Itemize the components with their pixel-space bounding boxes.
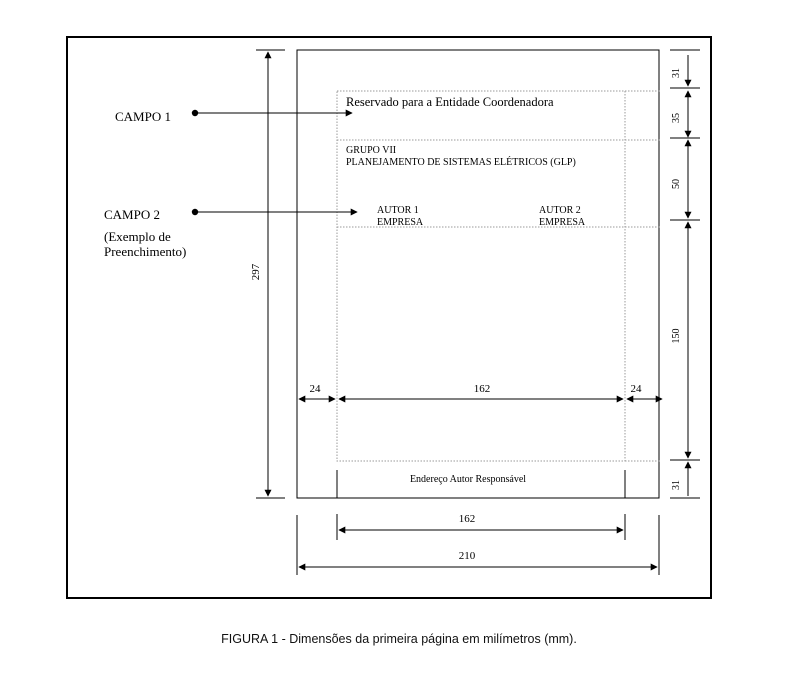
dim-margin-left-label: 24 bbox=[310, 383, 322, 395]
reserved-text: Reservado para a Entidade Coordenadora bbox=[346, 95, 554, 109]
address-ticks bbox=[336, 470, 626, 498]
outer-frame bbox=[66, 36, 712, 599]
dim-inner-width-label: 162 bbox=[474, 383, 491, 395]
group-line-2: PLANEJAMENTO DE SISTEMAS ELÉTRICOS (GLP) bbox=[346, 156, 576, 168]
campo2-note-line2: Preenchimento) bbox=[104, 244, 186, 259]
dim-height-total-label: 297 bbox=[250, 263, 262, 280]
campo2-label: CAMPO 2 bbox=[104, 207, 160, 222]
dim-content-width-label: 162 bbox=[459, 513, 476, 525]
content-area-outline bbox=[336, 90, 626, 462]
address-label: Endereço Autor Responsável bbox=[410, 474, 526, 485]
author2-company: EMPRESA bbox=[539, 217, 586, 228]
ticks-right bbox=[670, 49, 700, 499]
group-line-1: GRUPO VII bbox=[346, 145, 396, 156]
dim-height-total bbox=[256, 49, 285, 499]
dim-reserved-label: 35 bbox=[671, 113, 682, 123]
figure-caption: FIGURA 1 - Dimensões da primeira página … bbox=[221, 632, 577, 646]
dim-margin-top-label: 31 bbox=[671, 68, 682, 78]
dim-content-width bbox=[336, 514, 626, 540]
campo2-note-line1: (Exemplo de bbox=[104, 229, 171, 244]
dim-margin-bottom-label: 31 bbox=[671, 480, 682, 490]
author1-name: AUTOR 1 bbox=[377, 205, 419, 216]
dim-body-label: 150 bbox=[671, 329, 682, 344]
author2-name: AUTOR 2 bbox=[539, 205, 581, 216]
dim-page-width-label: 210 bbox=[459, 550, 476, 562]
dim-margin-right-label: 24 bbox=[631, 383, 643, 395]
campo1-label: CAMPO 1 bbox=[115, 109, 171, 124]
dim-page-width bbox=[296, 515, 660, 575]
author1-company: EMPRESA bbox=[377, 217, 424, 228]
dim-authors-label: 50 bbox=[671, 179, 682, 189]
extension-lines-right bbox=[625, 90, 660, 462]
page-outline bbox=[296, 49, 660, 499]
